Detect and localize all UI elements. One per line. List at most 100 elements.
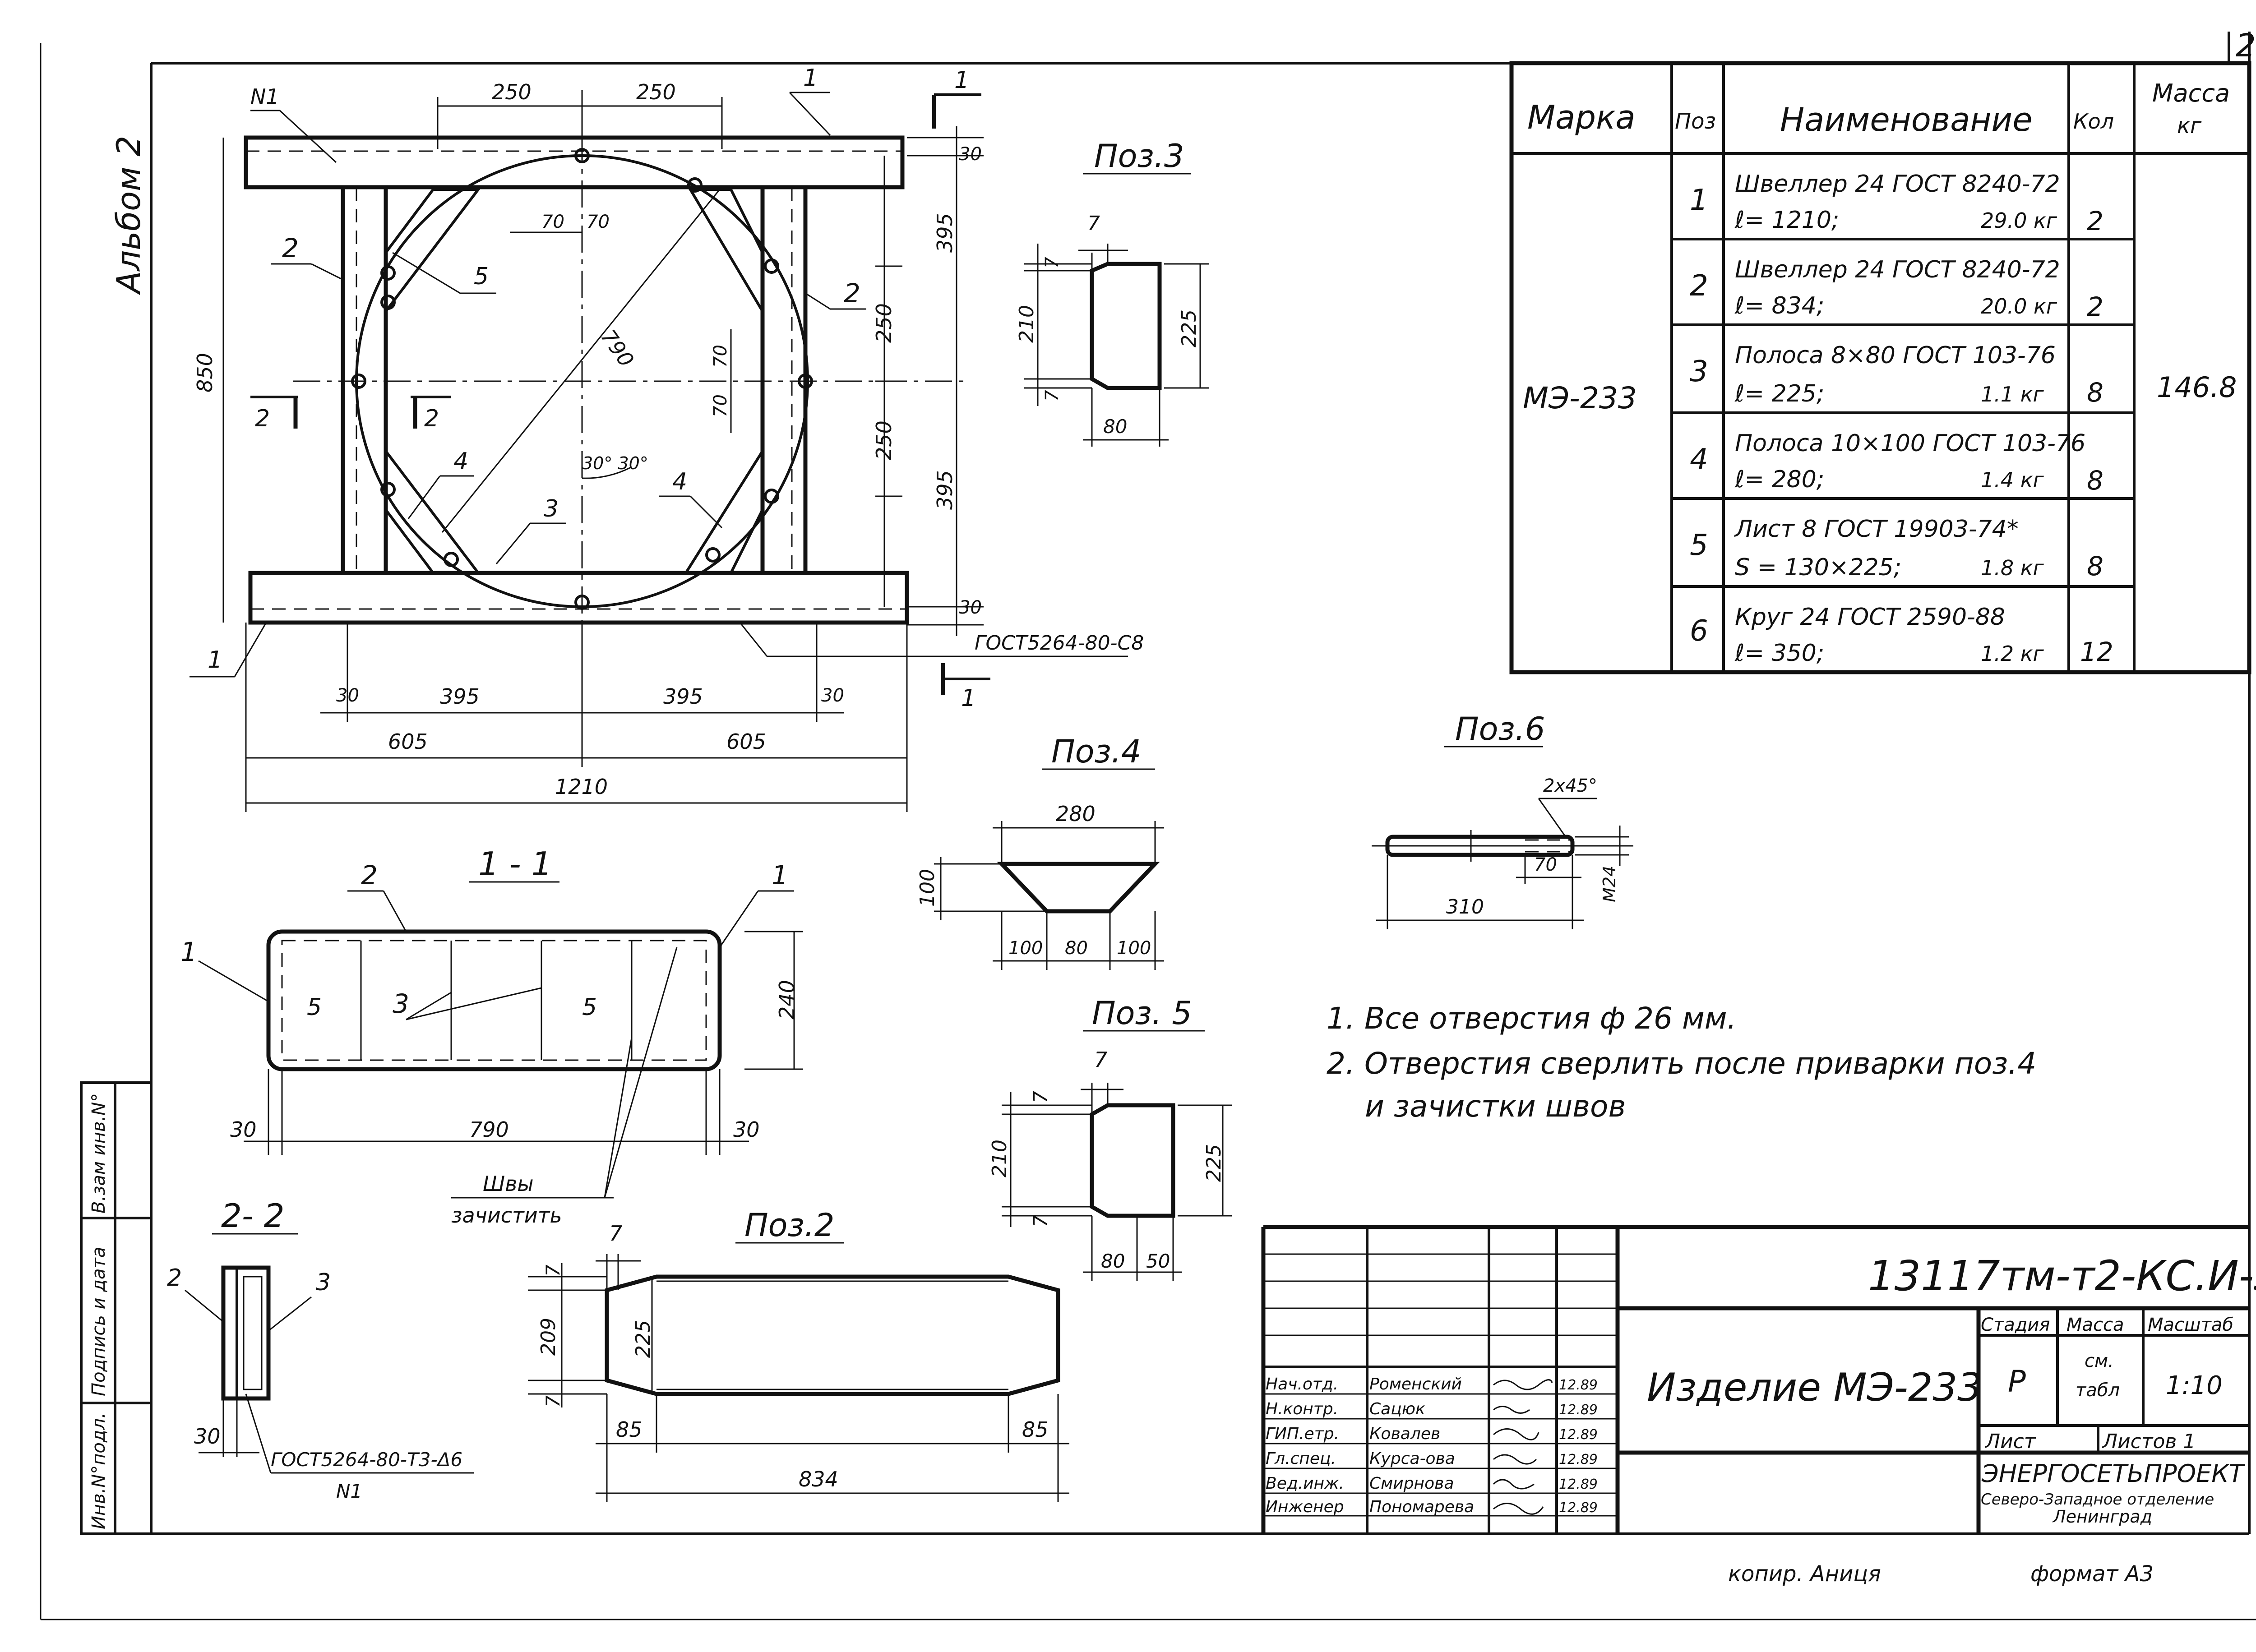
svg-text:4: 4 — [1690, 443, 1708, 476]
svg-text:М24: М24 — [1600, 866, 1619, 902]
svg-text:7: 7 — [609, 1221, 622, 1246]
label-p3: 3 — [544, 495, 559, 522]
svg-text:7: 7 — [1087, 212, 1100, 235]
svg-text:1.4 кг: 1.4 кг — [1981, 468, 2044, 492]
spec-row-3: 3 Полоса 8×80 ГОСТ 103-76 ℓ= 225; 1.1 кг… — [1690, 342, 2103, 408]
svg-text:5: 5 — [1690, 529, 1708, 562]
svg-text:Пономарева: Пономарева — [1369, 1498, 1474, 1516]
svg-text:85: 85 — [616, 1417, 643, 1442]
svg-text:7: 7 — [1029, 1091, 1051, 1103]
svg-text:8: 8 — [2087, 377, 2103, 408]
spec-hdr-pos: Поз — [1675, 109, 1716, 134]
svg-text:12.89: 12.89 — [1559, 1452, 1598, 1467]
dim-r-250-b: 250 — [872, 420, 896, 460]
label-p5: 5 — [474, 263, 489, 290]
svg-text:Листов 1: Листов 1 — [2102, 1430, 2196, 1453]
footer-copied: копир. Аниця — [1728, 1561, 1881, 1587]
note-1: 1. Все отверстия ф 26 мм. — [1327, 1001, 1737, 1036]
poz6-title: Поз.6 — [1455, 711, 1545, 748]
spec-row-6: 6 Круг 24 ГОСТ 2590-88 ℓ= 350; 1.2 кг 12 — [1690, 604, 2113, 667]
label-weld-c8: ГОСТ5264-80-С8 — [975, 632, 1144, 655]
svg-text:2: 2 — [361, 860, 378, 891]
svg-text:Швеллер 24 ГОСТ 8240-72: Швеллер 24 ГОСТ 8240-72 — [1735, 171, 2060, 198]
svg-text:1:10: 1:10 — [2166, 1371, 2223, 1400]
main-view: 250 250 30 30 395 250 250 395 850 790 70… — [190, 65, 1144, 812]
poz3-detail: Поз.3 7 7 210 7 225 80 — [1015, 138, 1209, 447]
svg-text:2: 2 — [424, 405, 439, 432]
label-p4-left: 4 — [453, 448, 468, 475]
svg-text:зачистить: зачистить — [451, 1203, 562, 1227]
svg-text:210: 210 — [988, 1140, 1011, 1177]
poz5-title: Поз. 5 — [1092, 995, 1192, 1032]
album-label: Альбом 2 — [110, 136, 148, 295]
svg-text:ℓ= 225;: ℓ= 225; — [1734, 380, 1824, 407]
svg-text:12.89: 12.89 — [1559, 1500, 1598, 1516]
dim-w-70-a: 70 — [541, 212, 564, 232]
svg-text:Нач.отд.: Нач.отд. — [1266, 1375, 1338, 1394]
margin-stamp: Инв.N°подл. Подпись и дата В.зам инв.N° — [80, 1081, 153, 1535]
svg-text:Гл.спец.: Гл.спец. — [1266, 1449, 1336, 1468]
dim-b-1210: 1210 — [555, 775, 608, 799]
svg-text:1.2 кг: 1.2 кг — [1981, 641, 2044, 666]
dim-b-30-r: 30 — [821, 685, 844, 706]
svg-text:8: 8 — [2087, 465, 2103, 496]
svg-text:100: 100 — [1117, 938, 1151, 959]
svg-text:80: 80 — [1101, 1250, 1125, 1272]
svg-text:ℓ= 1210;: ℓ= 1210; — [1734, 207, 1839, 234]
dim-bot-30: 30 — [959, 597, 982, 618]
label-p2-left: 2 — [282, 233, 299, 263]
svg-text:12.89: 12.89 — [1559, 1402, 1598, 1418]
poz4-title: Поз.4 — [1051, 733, 1141, 770]
svg-text:2: 2 — [2087, 291, 2103, 322]
section-marks: 1 1 2 2 — [250, 67, 990, 712]
notes: 1. Все отверстия ф 26 мм. 2. Отверстия с… — [1327, 1001, 2036, 1124]
svg-text:ГИП.етр.: ГИП.етр. — [1266, 1425, 1339, 1443]
svg-text:ЭНЕРГОСЕТЬПРОЕКТ: ЭНЕРГОСЕТЬПРОЕКТ — [1981, 1459, 2246, 1488]
dim-r-395-b: 395 — [933, 470, 957, 510]
svg-text:50: 50 — [1146, 1250, 1170, 1272]
label-p4-right: 4 — [672, 468, 687, 495]
dim-r-395-a: 395 — [933, 213, 957, 253]
svg-text:Роменский: Роменский — [1369, 1375, 1462, 1394]
poz4-detail: Поз.4 280 100 100 80 100 — [916, 733, 1164, 970]
svg-text:Швы: Швы — [483, 1172, 534, 1196]
spec-hdr-mass-2: кг — [2177, 113, 2202, 138]
svg-text:Полоса 10×100 ГОСТ 103-76: Полоса 10×100 ГОСТ 103-76 — [1735, 430, 2085, 457]
svg-text:3: 3 — [393, 988, 409, 1019]
spec-hdr-mass-1: Масса — [2152, 79, 2230, 107]
svg-text:209: 209 — [537, 1318, 560, 1356]
stamp-inv-podl: Инв.N°подл. — [88, 1412, 109, 1529]
svg-text:ℓ= 350;: ℓ= 350; — [1734, 640, 1824, 667]
sheet-number: 29 — [2236, 27, 2256, 64]
spec-row-5: 5 Лист 8 ГОСТ 19903-74* S = 130×225; 1.8… — [1690, 516, 2103, 581]
svg-text:1.8 кг: 1.8 кг — [1981, 556, 2044, 580]
section-1-1-title: 1 - 1 — [478, 845, 552, 883]
svg-text:100: 100 — [1008, 938, 1043, 959]
poz2-detail: Поз.2 7 7 209 225 7 85 85 834 — [528, 1207, 1069, 1502]
svg-text:29.0 кг: 29.0 кг — [1981, 208, 2057, 233]
svg-text:12.89: 12.89 — [1559, 1377, 1598, 1393]
svg-text:Н.контр.: Н.контр. — [1266, 1400, 1338, 1418]
poz3-title: Поз.3 — [1094, 138, 1184, 175]
svg-text:7: 7 — [1094, 1047, 1107, 1072]
svg-text:Сацюк: Сацюк — [1369, 1400, 1425, 1418]
label-p1-top: 1 — [803, 65, 818, 92]
svg-text:Курса-ова: Курса-ова — [1369, 1449, 1455, 1468]
svg-text:30: 30 — [230, 1117, 257, 1142]
svg-text:70: 70 — [1534, 854, 1557, 875]
section-2-2-title: 2- 2 — [221, 1197, 284, 1235]
holes — [351, 148, 813, 610]
stamp-signature: Подпись и дата — [88, 1247, 109, 1396]
stamp-zam: В.зам инв.N° — [88, 1093, 109, 1214]
svg-text:1: 1 — [772, 860, 788, 891]
svg-text:Лист: Лист — [1984, 1430, 2036, 1453]
svg-text:2: 2 — [167, 1264, 182, 1292]
svg-text:225: 225 — [1178, 309, 1201, 347]
dim-r-250-a: 250 — [872, 303, 896, 343]
section-1-1: 1 - 1 2 1 1 5 3 5 240 30 790 30 Швы з — [180, 845, 803, 1227]
svg-text:3: 3 — [316, 1269, 331, 1296]
svg-text:12.89: 12.89 — [1559, 1427, 1598, 1443]
svg-text:834: 834 — [799, 1467, 838, 1491]
svg-text:7: 7 — [542, 1264, 564, 1277]
